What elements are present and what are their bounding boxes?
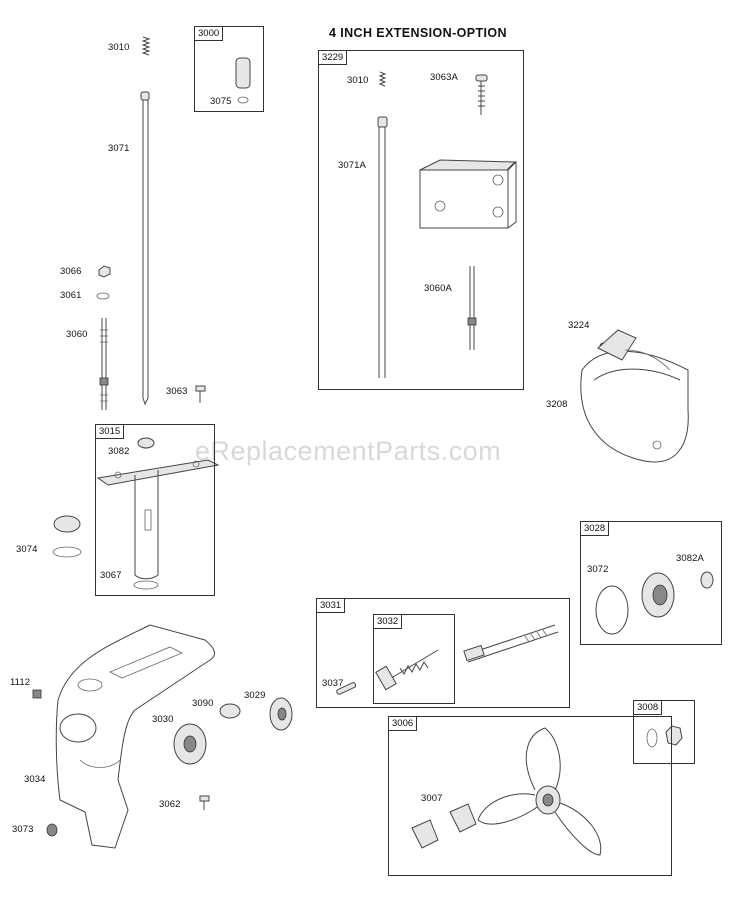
box-3015-tag: 3015 (95, 424, 125, 439)
box-3031-tag: 3031 (316, 598, 346, 613)
box-3229: 3229 (318, 50, 524, 390)
label-3030: 3030 (152, 714, 174, 725)
plug-1112-part (32, 689, 42, 699)
label-3010-ext: 3010 (347, 75, 369, 86)
spring-3010-ext-part (378, 71, 387, 87)
label-3224: 3224 (568, 320, 590, 331)
label-3007: 3007 (421, 793, 443, 804)
bolt-3063A-part (475, 74, 488, 115)
assembly-3015-part (96, 437, 220, 590)
part-3000-cylinder (235, 57, 251, 104)
box-3000: 3000 (194, 26, 264, 112)
extension-block-part (419, 159, 517, 229)
stud-3060-part (99, 318, 109, 410)
label-3063: 3063 (166, 386, 188, 397)
screw-3062-part (199, 795, 210, 810)
box-3006-tag: 3006 (388, 716, 418, 731)
band-3208-part (580, 329, 689, 463)
label-1112: 1112 (10, 677, 31, 688)
rod-3071A-part (377, 116, 388, 378)
box-3028-tag: 3028 (580, 521, 610, 536)
label-3073: 3073 (12, 824, 34, 835)
label-3082A: 3082A (676, 553, 704, 564)
box-3008-tag: 3008 (633, 700, 663, 715)
part-3073-part (46, 823, 58, 837)
label-3029: 3029 (244, 690, 266, 701)
gear-3082A-part (641, 571, 714, 618)
label-3061: 3061 (60, 290, 82, 301)
screw-3063-part (195, 385, 206, 403)
label-3074: 3074 (16, 544, 38, 555)
washer-3061-part (96, 292, 110, 300)
rod-3071-part (140, 91, 150, 406)
box-3015: 3015 (95, 424, 215, 596)
label-3082: 3082 (108, 446, 130, 457)
label-3208: 3208 (546, 399, 568, 410)
label-3010: 3010 (108, 42, 130, 53)
nut-3066-part (98, 265, 111, 278)
box-3032-tag: 3032 (373, 614, 403, 629)
oring-3072-part (595, 585, 629, 635)
housing-3034-part (55, 624, 216, 849)
section-title: 4 INCH EXTENSION-OPTION (329, 26, 507, 40)
label-3063A: 3063A (430, 72, 458, 83)
washer-nut-3008-part (646, 725, 683, 748)
label-3071A: 3071A (338, 160, 366, 171)
shaft-3031-part (463, 624, 559, 663)
watermark: eReplacementParts.com (195, 436, 502, 466)
label-3072: 3072 (587, 564, 609, 575)
propeller-part (477, 727, 602, 856)
box-3006: 3006 (388, 716, 672, 876)
label-3060: 3060 (66, 329, 88, 340)
nuts-3007-part (411, 803, 477, 849)
pin-3037-part (336, 682, 357, 695)
label-3075: 3075 (210, 96, 232, 107)
box-3028: 3028 (580, 521, 722, 645)
label-3067: 3067 (100, 570, 122, 581)
gear-3030-part (173, 723, 207, 765)
box-3000-tag: 3000 (194, 26, 224, 41)
gear-3029-part (269, 697, 293, 731)
nut-3090-part (219, 703, 241, 719)
label-3062: 3062 (159, 799, 181, 810)
box-3032: 3032 (373, 614, 455, 704)
label-3037: 3037 (322, 678, 344, 689)
box-3008: 3008 (633, 700, 695, 764)
label-3034: 3034 (24, 774, 46, 785)
label-3071: 3071 (108, 143, 130, 154)
label-3060A: 3060A (424, 283, 452, 294)
box-3229-tag: 3229 (318, 50, 348, 65)
spring-3032-part (375, 649, 439, 691)
spring-3010-part (141, 36, 151, 56)
box-3031: 3031 (316, 598, 570, 708)
cap-3074-part (52, 515, 82, 558)
label-3090: 3090 (192, 698, 214, 709)
label-3066: 3066 (60, 266, 82, 277)
stud-3060A-part (467, 266, 477, 350)
